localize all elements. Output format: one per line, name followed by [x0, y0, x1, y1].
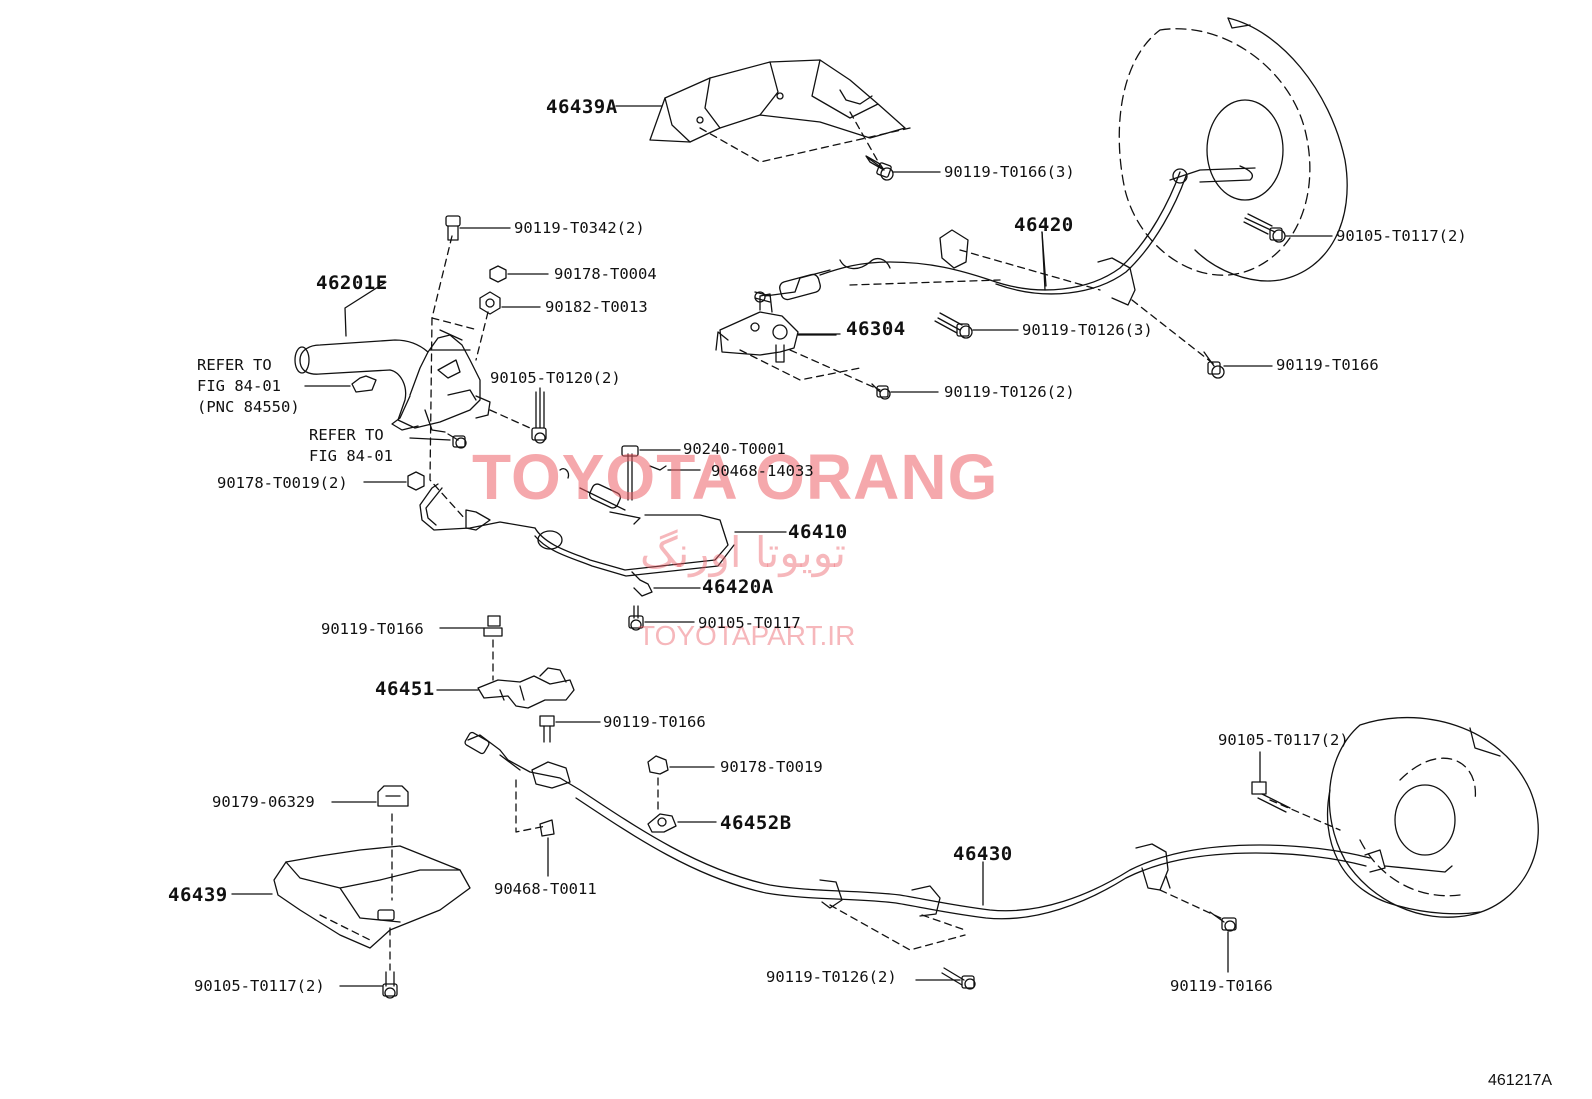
label-90468-t0011: 90468-T0011	[494, 880, 597, 898]
figure-code: 461217A	[1488, 1072, 1553, 1089]
note-refer-to-1: REFER TO	[197, 356, 272, 374]
clip-90468-t0011	[539, 819, 555, 877]
part-46439: 46439	[168, 884, 228, 906]
bolt-90119-t0126-3	[934, 312, 1019, 339]
label-90119-t0166-3: 90119-T0166(3)	[944, 163, 1075, 181]
nut-90178-t0004	[489, 265, 549, 283]
label-90105-t0117-2-top: 90105-T0117(2)	[1336, 227, 1467, 245]
label-90178-t0019: 90178-T0019	[720, 758, 823, 776]
watermark-farsi: تویوتا اورنگ	[640, 528, 847, 577]
bolt-refer-fig	[447, 433, 467, 449]
label-90119-t0126-2-top: 90119-T0126(2)	[944, 383, 1075, 401]
note-fig-84-01-b: FIG 84-01	[309, 447, 393, 465]
insulator-46439a	[649, 59, 911, 166]
part-46430: 46430	[953, 843, 1013, 865]
clip-90179-06329	[331, 785, 409, 807]
part-46410: 46410	[788, 521, 848, 543]
bolt-90119-t0166-left	[439, 615, 503, 681]
part-46451: 46451	[375, 678, 435, 700]
bolt-90119-t0166-mid	[539, 715, 601, 743]
label-90119-t0342-2: 90119-T0342(2)	[514, 219, 645, 237]
note-refer-to-2: REFER TO	[309, 426, 384, 444]
clip-46420a	[631, 571, 701, 597]
bolt-90105-t0120	[531, 387, 547, 444]
insulator-46439	[231, 813, 471, 971]
bolt-90119-t0166-bottom	[1209, 911, 1237, 973]
part-46201e: 46201E	[316, 272, 388, 294]
nut-90178-t0019-2	[363, 471, 425, 491]
label-90119-t0126-3: 90119-T0126(3)	[1022, 321, 1153, 339]
label-90182-t0013: 90182-T0013	[545, 298, 648, 316]
bolt-90105-t0117-mid	[628, 605, 695, 631]
label-90178-t0004: 90178-T0004	[554, 265, 657, 283]
bolt-90119-t0166-right	[1203, 351, 1273, 379]
label-90105-t0117-2-right: 90105-T0117(2)	[1218, 731, 1349, 749]
label-90119-t0166-top: 90119-T0166	[1276, 356, 1379, 374]
label-90119-t0166-bottom: 90119-T0166	[1170, 977, 1273, 995]
note-fig-84-01-a: FIG 84-01	[197, 377, 281, 395]
part-46420a: 46420A	[702, 576, 774, 598]
cable-46410	[419, 445, 787, 577]
bracket-46304	[715, 293, 881, 391]
label-90468-14033: 90468-14033	[711, 462, 814, 480]
nut-90182-t0013	[479, 291, 541, 315]
label-90179-06329: 90179-06329	[212, 793, 315, 811]
bolt-90119-t0342	[445, 215, 511, 241]
label-90119-t0126-2-bottom: 90119-T0126(2)	[766, 968, 897, 986]
bolt-90105-t0117-top	[1243, 213, 1333, 243]
part-46452b: 46452B	[720, 812, 792, 834]
part-46304: 46304	[846, 318, 906, 340]
clamp-46452b	[647, 813, 717, 833]
nut-90178-t0019	[647, 755, 715, 813]
bolt-90105-t0117-bottom	[339, 971, 398, 999]
watermark-site: TOYOTAPART.IR	[638, 620, 856, 651]
label-90105-t0117-2-bottom: 90105-T0117(2)	[194, 977, 325, 995]
bolt-90119-t0126-2-bottom	[915, 967, 976, 990]
note-pnc-84550: (PNC 84550)	[197, 398, 300, 416]
bolt-90119-t0166-top	[865, 155, 941, 181]
label-90105-t0120-2: 90105-T0120(2)	[490, 369, 621, 387]
leader-lines	[615, 105, 1047, 335]
backing-plate-top	[1118, 17, 1348, 282]
bolt-90105-t0117-right	[1251, 751, 1291, 813]
label-90105-t0117-mid: 90105-T0117	[698, 614, 801, 632]
backing-plate-bottom	[1326, 716, 1539, 918]
watermark-brand: TOYOTA ORANG	[472, 441, 999, 513]
lever-46201e	[294, 235, 531, 521]
bracket-46451	[436, 667, 575, 709]
label-90240-t0001: 90240-T0001	[683, 440, 786, 458]
cable-46430	[464, 731, 1371, 951]
part-46420: 46420	[1014, 214, 1074, 236]
part-46439a: 46439A	[546, 96, 618, 118]
label-90178-t0019-2: 90178-T0019(2)	[217, 474, 348, 492]
bolt-90119-t0126-2-top	[871, 383, 939, 400]
label-90119-t0166-left: 90119-T0166	[321, 620, 424, 638]
label-90119-t0166-mid: 90119-T0166	[603, 713, 706, 731]
